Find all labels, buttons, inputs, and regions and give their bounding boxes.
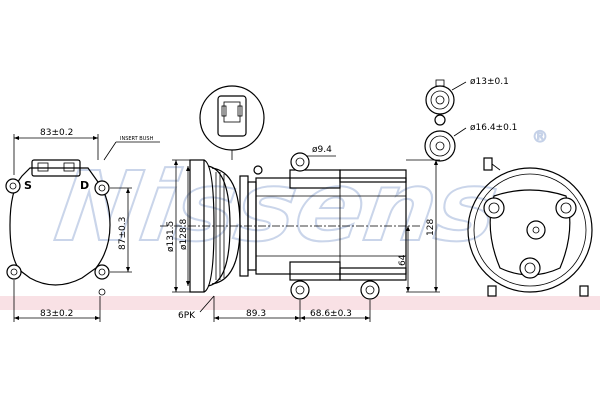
port-large-diameter-label: ø16.4±0.1 xyxy=(470,123,517,133)
pulley-outer-diameter-label: ø131.5 xyxy=(166,221,176,252)
connector-detail xyxy=(199,85,265,160)
port-s-label: S xyxy=(24,179,32,192)
hole-diameter-label: ø9.4 xyxy=(312,145,332,155)
front-width-bottom-label: 83±0.2 xyxy=(40,309,73,319)
front-height-label: 87±0.3 xyxy=(118,217,128,250)
compressor-body xyxy=(255,177,407,275)
port-d-label: D xyxy=(80,179,89,192)
front-port-block xyxy=(31,159,81,177)
watermark-logo: Nissens xyxy=(49,150,505,262)
body-length-label: 89.3 xyxy=(246,309,266,319)
front-view: 83±0.2 INSERT BUSH S D 87±0.3 83±0.2 xyxy=(5,128,160,322)
port-fittings: ø13±0.1 ø16.4±0.1 xyxy=(424,77,517,162)
front-housing-outline xyxy=(9,167,111,286)
rear-view xyxy=(467,157,593,297)
total-height-label: 128 xyxy=(426,219,436,236)
side-view: ø131.5 ø128.8 ø9.4 128 64 xyxy=(160,145,440,322)
pulley-inner-diameter-label: ø128.8 xyxy=(179,218,189,250)
mount-length-label: 68.6±0.3 xyxy=(310,309,352,319)
insert-bush-label: INSERT BUSH xyxy=(120,136,154,142)
port-small-diameter-label: ø13±0.1 xyxy=(470,77,509,87)
axis-height-label: 64 xyxy=(398,254,408,266)
watermark-registered-mark: ® xyxy=(532,127,548,146)
belt-profile-label: 6PK xyxy=(178,311,196,321)
front-width-top-label: 83±0.2 xyxy=(40,128,73,138)
